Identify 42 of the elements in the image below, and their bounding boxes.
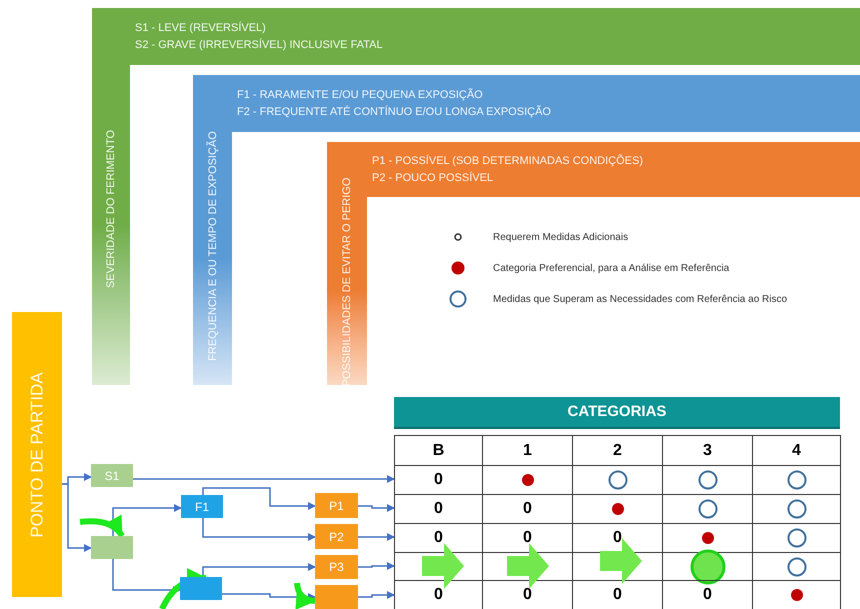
connector-arrow — [112, 504, 182, 536]
connector-arrow — [222, 593, 316, 601]
table-cell: B — [394, 435, 483, 466]
band-title: FREQUENCIA E OU TEMPO DE EXPOSIÇÃO — [205, 131, 220, 361]
highlight-arrow — [507, 543, 549, 589]
band-item: F2 - FREQUENTE ATÉ CONTÍNUO E/OU LONGA EXPOSIÇÃO — [237, 106, 552, 118]
start-label: PONTO DE PARTIDA — [26, 372, 48, 538]
connector-arrow — [202, 518, 316, 541]
connector-arrow — [62, 483, 92, 552]
connector-arrow — [294, 582, 316, 609]
connector-arrow — [358, 591, 395, 599]
connector-arrow — [159, 568, 207, 609]
possibility-box: P2 — [315, 524, 358, 549]
band-item: F1 - RARAMENTE E/OU PEQUENA EXPOSIÇÃO — [237, 88, 484, 102]
legend-text: Medidas que Superam as Necessidades com Referência ao Risco — [493, 292, 788, 306]
possibility-box: P3 — [315, 555, 358, 579]
connector-arrow — [202, 563, 316, 577]
connector-arrow — [202, 487, 316, 510]
band-item: P2 - POUCO POSSÍVEL — [372, 172, 494, 184]
category-table — [394, 397, 840, 609]
legend-text: Requerem Medidas Adicionais — [493, 230, 628, 244]
table-header: CATEGORIAS — [394, 397, 840, 427]
highlight-arrow — [422, 543, 464, 589]
frequency-box — [180, 577, 222, 600]
possibility-box — [315, 585, 358, 609]
severity-box — [91, 536, 133, 559]
band-title: SEVERIDADE DO FERIMENTO — [104, 130, 118, 288]
connector-arrow — [358, 533, 395, 541]
band-item: S1 - LEVE (REVERSÍVEL) — [135, 22, 267, 34]
connector-arrow — [133, 475, 395, 483]
start-bar — [12, 312, 62, 597]
connector-arrow — [358, 504, 395, 512]
possibility-box: P1 — [315, 493, 358, 518]
connector-arrow — [358, 562, 395, 570]
connector-arrow — [80, 514, 125, 538]
table-cell: 4 — [752, 435, 841, 466]
band-item: S2 - GRAVE (IRREVERSÍVEL) INCLUSIVE FATAL — [135, 38, 384, 52]
connector-arrow — [112, 559, 181, 594]
severity-box: S1 — [91, 464, 133, 487]
frequency-box: F1 — [181, 495, 223, 518]
legend-text: Categoria Preferencial, para a Análise em Referência — [493, 262, 730, 276]
band-item: P1 - POSSÍVEL (SOB DETERMINADAS CONDIÇÕES) — [372, 154, 644, 168]
